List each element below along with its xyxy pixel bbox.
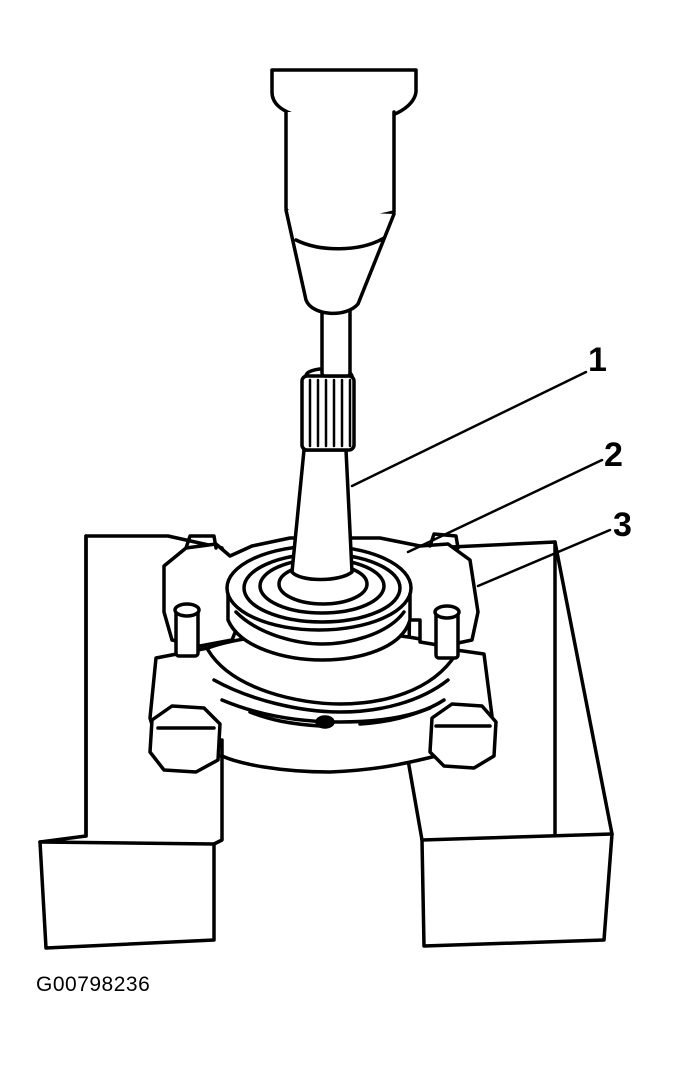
leader-line-1 <box>350 370 588 488</box>
bolt-head-left <box>148 704 222 774</box>
shaft <box>290 304 356 582</box>
callout-label-1: 1 <box>588 341 607 379</box>
callout-label-3: 3 <box>613 506 632 544</box>
press-ram <box>270 68 418 316</box>
leader-lines <box>350 370 612 588</box>
callout-label-2: 2 <box>604 436 623 474</box>
leader-line-2 <box>406 458 604 554</box>
stud-left <box>173 602 201 658</box>
bearing <box>225 544 413 662</box>
leader-line-3 <box>476 528 612 588</box>
figure-id: G00798236 <box>36 973 151 996</box>
bolt-head-right <box>428 702 498 770</box>
stud-right <box>433 604 461 660</box>
